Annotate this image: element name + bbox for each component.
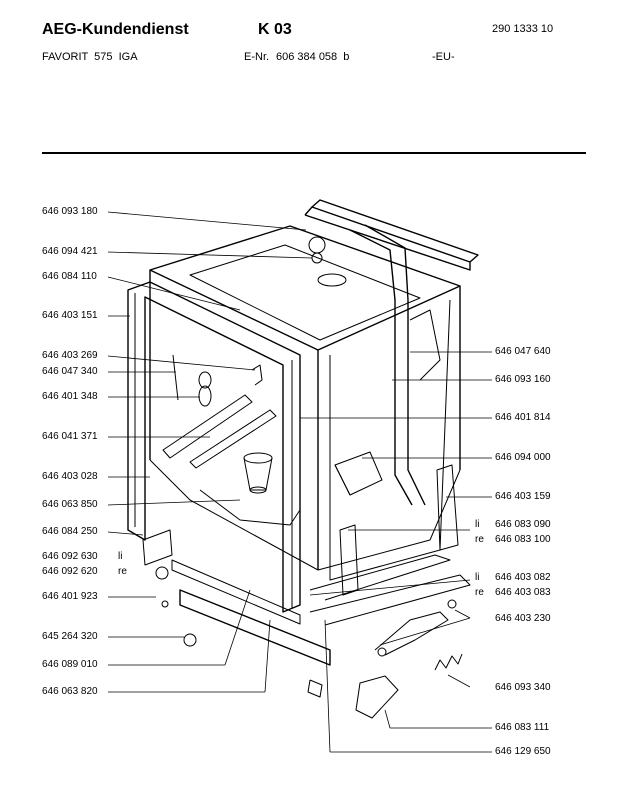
region-code: -EU- (432, 51, 455, 63)
part-label: 646 403 028 (42, 471, 98, 482)
part-label: 646 403 230 (495, 613, 551, 624)
part-label: 646 401 814 (495, 412, 551, 423)
top-rail (304, 199, 479, 287)
part-label: 646 083 111 (495, 722, 550, 733)
sheet-code: K 03 (258, 21, 292, 38)
enr-label: E-Nr. (244, 51, 270, 63)
part-label: 646 084 110 (42, 271, 97, 282)
side-right-tag: re (475, 587, 484, 598)
part-label: 646 047 640 (495, 346, 551, 357)
part-label: 646 093 160 (495, 374, 551, 385)
part-label: 646 094 421 (42, 246, 98, 257)
part-label: 646 129 650 (495, 746, 551, 757)
part-label: 646 089 010 (42, 659, 98, 670)
tub-body (149, 225, 461, 581)
doc-number: 290 1333 10 (492, 23, 554, 35)
part-label: 645 264 320 (42, 631, 98, 642)
part-label: 646 092 620 (42, 566, 98, 577)
part-label: 646 401 348 (42, 391, 98, 402)
door-frame (127, 281, 301, 613)
side-left-tag: li (475, 519, 480, 530)
heater-box (334, 451, 383, 496)
model-name: FAVORIT 575 IGA (42, 51, 138, 63)
part-label: 646 403 151 (42, 310, 98, 321)
part-label: 646 092 630 (42, 551, 98, 562)
part-label: 646 047 340 (42, 366, 98, 377)
part-label: 646 084 250 (42, 526, 98, 537)
side-left-tag: li (118, 551, 123, 562)
side-right-tag: re (118, 566, 127, 577)
part-label: 646 094 000 (495, 452, 551, 463)
part-label: 646 063 820 (42, 686, 98, 697)
rack-rails (162, 354, 277, 469)
part-label: 646 403 159 (495, 491, 551, 502)
header-separator (42, 152, 586, 154)
side-strap (349, 224, 441, 506)
part-label: 646 403 269 (42, 350, 98, 361)
base-frame (309, 464, 471, 626)
part-label: 646 041 371 (42, 431, 98, 442)
enr-value: 606 384 058 b (276, 51, 350, 63)
part-label: 646 063 850 (42, 499, 98, 510)
part-label: 646 093 180 (42, 206, 98, 217)
part-label: 646 403 082 (495, 572, 551, 583)
part-label: 646 401 923 (42, 591, 98, 602)
side-left-tag: li (475, 572, 480, 583)
leader-lines (107, 211, 492, 753)
side-right-tag: re (475, 534, 484, 545)
part-label: 646 403 083 (495, 587, 551, 598)
hinge-parts (355, 599, 463, 719)
brand-title: AEG-Kundendienst (42, 21, 189, 38)
part-label: 646 093 340 (495, 682, 551, 693)
part-label: 646 083 090 (495, 519, 551, 530)
kick-plate (142, 529, 331, 698)
filter-sump (199, 452, 301, 526)
part-label: 646 083 100 (495, 534, 551, 545)
